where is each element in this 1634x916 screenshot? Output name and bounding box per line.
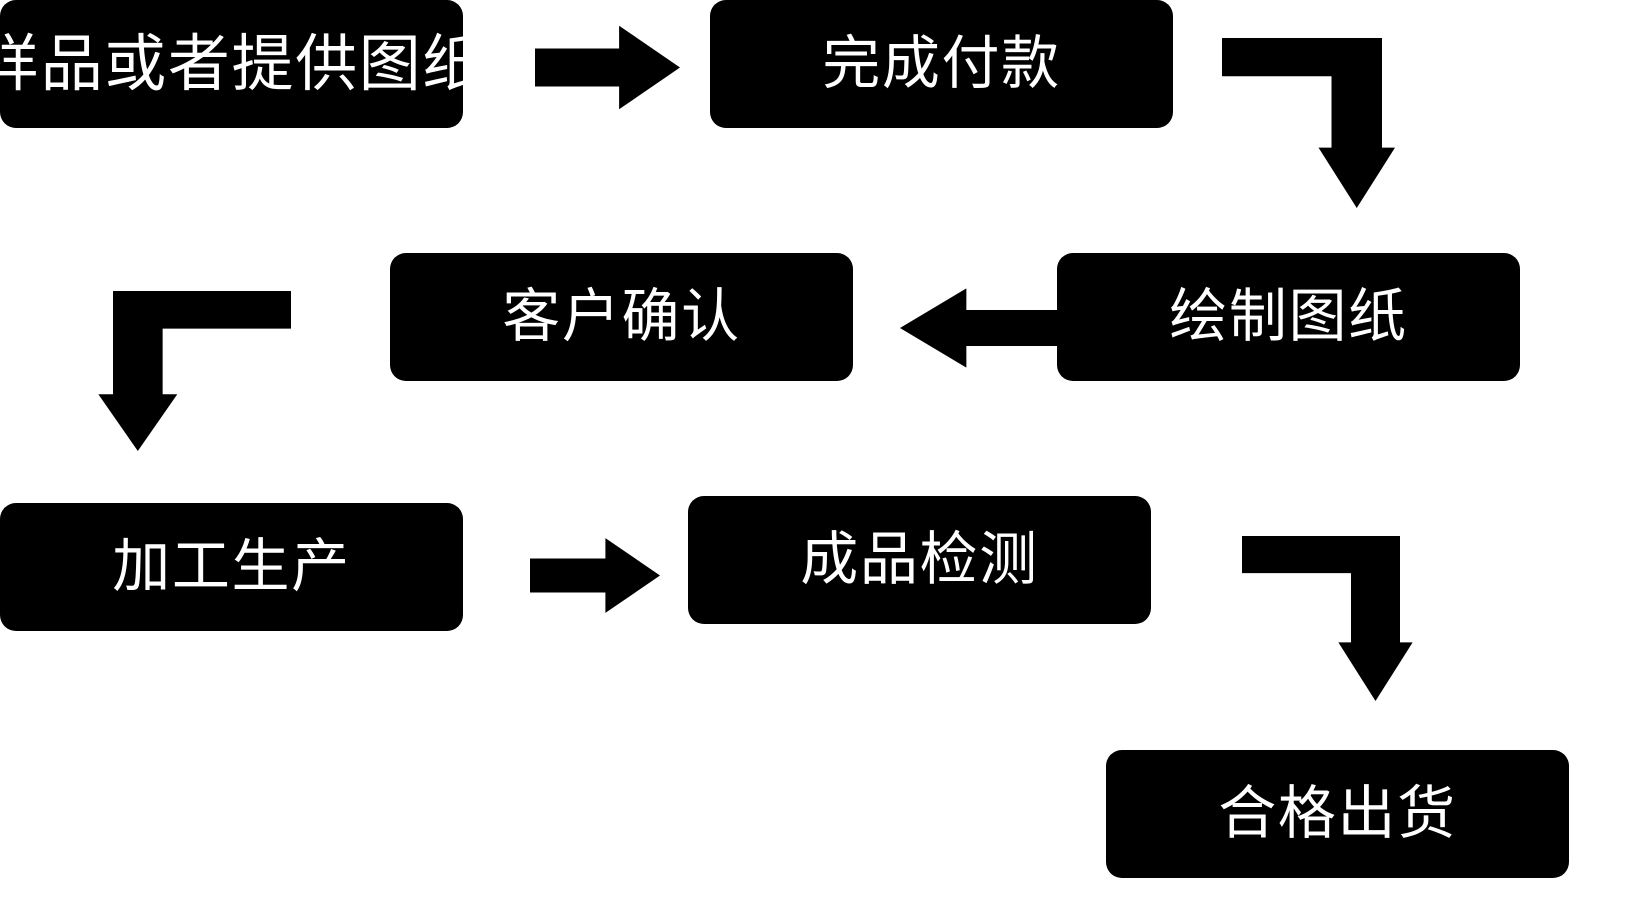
node-label: 客户确认 — [502, 282, 741, 351]
node-draw-drawing[interactable]: 绘制图纸 — [1057, 253, 1520, 381]
node-label: 合格出货 — [1218, 779, 1457, 848]
node-qualified-shipment[interactable]: 合格出货 — [1106, 750, 1569, 878]
arrow-confirm-to-production-icon — [98, 291, 291, 451]
node-label: 样品或者提供图纸 — [0, 26, 486, 100]
arrow-draw-to-confirm-icon — [900, 283, 1058, 373]
node-label: 加工生产 — [112, 532, 351, 601]
arrow-sample-to-payment-icon — [535, 20, 680, 115]
node-customer-confirm[interactable]: 客户确认 — [390, 253, 853, 381]
node-finished-product-inspection[interactable]: 成品检测 — [688, 496, 1151, 624]
arrow-production-to-inspection-icon — [530, 533, 660, 618]
node-complete-payment[interactable]: 完成付款 — [710, 0, 1173, 128]
node-label: 成品检测 — [800, 525, 1039, 594]
node-machining-production[interactable]: 加工生产 — [0, 503, 463, 631]
node-label: 绘制图纸 — [1169, 282, 1408, 351]
arrow-payment-to-draw-icon — [1222, 38, 1396, 208]
node-label: 完成付款 — [822, 29, 1061, 98]
node-sample-or-drawing[interactable]: 样品或者提供图纸 — [0, 0, 484, 128]
arrow-inspection-to-shipment-icon — [1242, 536, 1413, 701]
